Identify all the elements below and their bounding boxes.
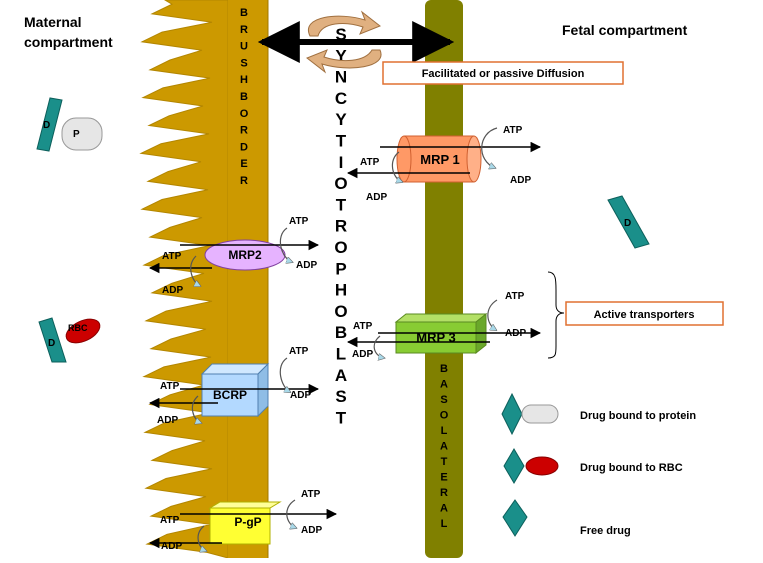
brush-border-letter: B	[240, 7, 248, 19]
active-transporters-box	[565, 301, 724, 326]
pgp-transporter: P-gP	[208, 501, 282, 545]
mrp2-adp-label: ADP	[296, 260, 317, 271]
basolateral-letter: A	[440, 441, 448, 453]
brush-border-letter: H	[240, 74, 248, 86]
free-drug-token-label: D	[624, 218, 631, 229]
syncytiotrophoblast-letter: T	[336, 408, 347, 427]
syncytiotrophoblast-letter: A	[335, 366, 347, 385]
legend: Drug bound to protein Drug bound to RBC …	[501, 392, 696, 537]
mrp2-atp-in-label: ATP	[162, 251, 182, 262]
legend-label-protein: Drug bound to protein	[580, 410, 696, 422]
mrp2-label: MRP2	[228, 248, 262, 262]
legend-item-free: Free drug	[502, 499, 631, 537]
free-drug-fetal: D	[607, 195, 650, 249]
syncytiotrophoblast-letter: L	[336, 345, 346, 364]
syncytiotrophoblast-letter: O	[334, 174, 347, 193]
mrp2-atp-label: ATP	[289, 216, 309, 227]
brush-border-membrane	[228, 0, 268, 558]
mrp1-adp-label: ADP	[510, 175, 531, 186]
basolateral-letter: A	[440, 503, 448, 515]
brush-border-villi	[139, 0, 229, 559]
mrp3-transporter: MRP 3	[394, 312, 488, 355]
basolateral-letter: R	[440, 487, 448, 499]
drug-bound-to-protein-maternal: D P	[36, 97, 103, 152]
legend-item-protein: Drug bound to protein	[501, 392, 696, 436]
cycle-icon	[306, 10, 382, 74]
syncytiotrophoblast-letter: O	[334, 238, 347, 257]
mrp1-transporter: MRP 1	[396, 135, 482, 183]
bcrp-atp-in-label: ATP	[160, 381, 180, 392]
pgp-label: P-gP	[234, 515, 261, 529]
brush-border-letter: D	[240, 141, 248, 153]
syncytiotrophoblast-letter: T	[336, 195, 347, 214]
basolateral-letter: T	[441, 456, 448, 468]
basolateral-letter: A	[440, 379, 448, 391]
mrp1-atp-in-label: ATP	[360, 157, 380, 168]
protein-token-label: P	[73, 129, 80, 140]
brush-border-letter: E	[240, 158, 247, 170]
pgp-atp-label: ATP	[301, 489, 321, 500]
mrp1-atp-label: ATP	[503, 125, 523, 136]
mrp3-adp-label: ADP	[505, 328, 526, 339]
pgp-adp-out-label: ADP	[161, 541, 182, 552]
active-transporters-brace	[547, 271, 565, 359]
brush-border-letter: B	[240, 91, 248, 103]
basolateral-letter: L	[441, 425, 448, 437]
bcrp-transporter: BCRP	[200, 362, 270, 418]
active-transporters-label: Active transporters	[594, 309, 695, 321]
diffusion-label: Facilitated or passive Diffusion	[422, 68, 585, 80]
syncytiotrophoblast-letter: C	[335, 89, 347, 108]
basolateral-letter: O	[440, 410, 449, 422]
pgp-atp-in-label: ATP	[160, 515, 180, 526]
mrp2-transporter: MRP2	[204, 239, 286, 271]
syncytiotrophoblast-letter: R	[335, 217, 347, 236]
legend-label-free: Free drug	[580, 525, 631, 537]
syncytiotrophoblast-letter: I	[339, 153, 344, 172]
mrp3-atp-in-label: ATP	[353, 321, 373, 332]
pgp-adp-label: ADP	[301, 525, 322, 536]
brush-border-letter: R	[240, 24, 248, 36]
mrp1-label: MRP 1	[420, 152, 460, 167]
bcrp-atp-label: ATP	[289, 346, 309, 357]
drug-token-label-rbc: D	[48, 338, 55, 349]
basolateral-letter: S	[440, 394, 447, 406]
basolateral-letter: E	[440, 472, 447, 484]
basolateral-letter: L	[441, 518, 448, 530]
syncytiotrophoblast-letter: S	[335, 387, 346, 406]
maternal-compartment-label-line1: Maternal	[24, 14, 82, 30]
syncytiotrophoblast-letter: H	[335, 281, 347, 300]
brush-border-letter: O	[240, 108, 249, 120]
fetal-compartment-label: Fetal compartment	[562, 22, 688, 38]
mrp1-adp-out-label: ADP	[366, 192, 387, 203]
bcrp-adp-label: ADP	[290, 390, 311, 401]
mrp3-adp-out-label: ADP	[352, 349, 373, 360]
brush-border-letter: R	[240, 175, 248, 187]
brush-border-letter: R	[240, 125, 248, 137]
drug-token-label: D	[43, 120, 50, 131]
legend-item-rbc: Drug bound to RBC	[503, 448, 683, 484]
bcrp-label: BCRP	[213, 388, 247, 402]
bcrp-adp-out-label: ADP	[157, 415, 178, 426]
brush-border-letter: U	[240, 41, 248, 53]
legend-label-rbc: Drug bound to RBC	[580, 462, 683, 474]
mrp2-adp-out-label: ADP	[162, 285, 183, 296]
syncytiotrophoblast-letter: N	[335, 68, 347, 87]
mrp3-atp-label: ATP	[505, 291, 525, 302]
diffusion-label-box	[382, 61, 624, 85]
rbc-token-label: RBC	[68, 323, 88, 333]
syncytiotrophoblast-letter: B	[335, 323, 347, 342]
syncytiotrophoblast-letter: T	[336, 132, 347, 151]
syncytiotrophoblast-letter: O	[334, 302, 347, 321]
brush-border-letter: S	[240, 57, 247, 69]
basolateral-letter: B	[440, 363, 448, 375]
syncytiotrophoblast-letter: Y	[335, 110, 347, 129]
maternal-compartment-label-line2: compartment	[24, 34, 113, 50]
drug-bound-to-rbc-maternal: D RBC	[38, 317, 101, 363]
syncytiotrophoblast-letter: P	[335, 259, 346, 278]
